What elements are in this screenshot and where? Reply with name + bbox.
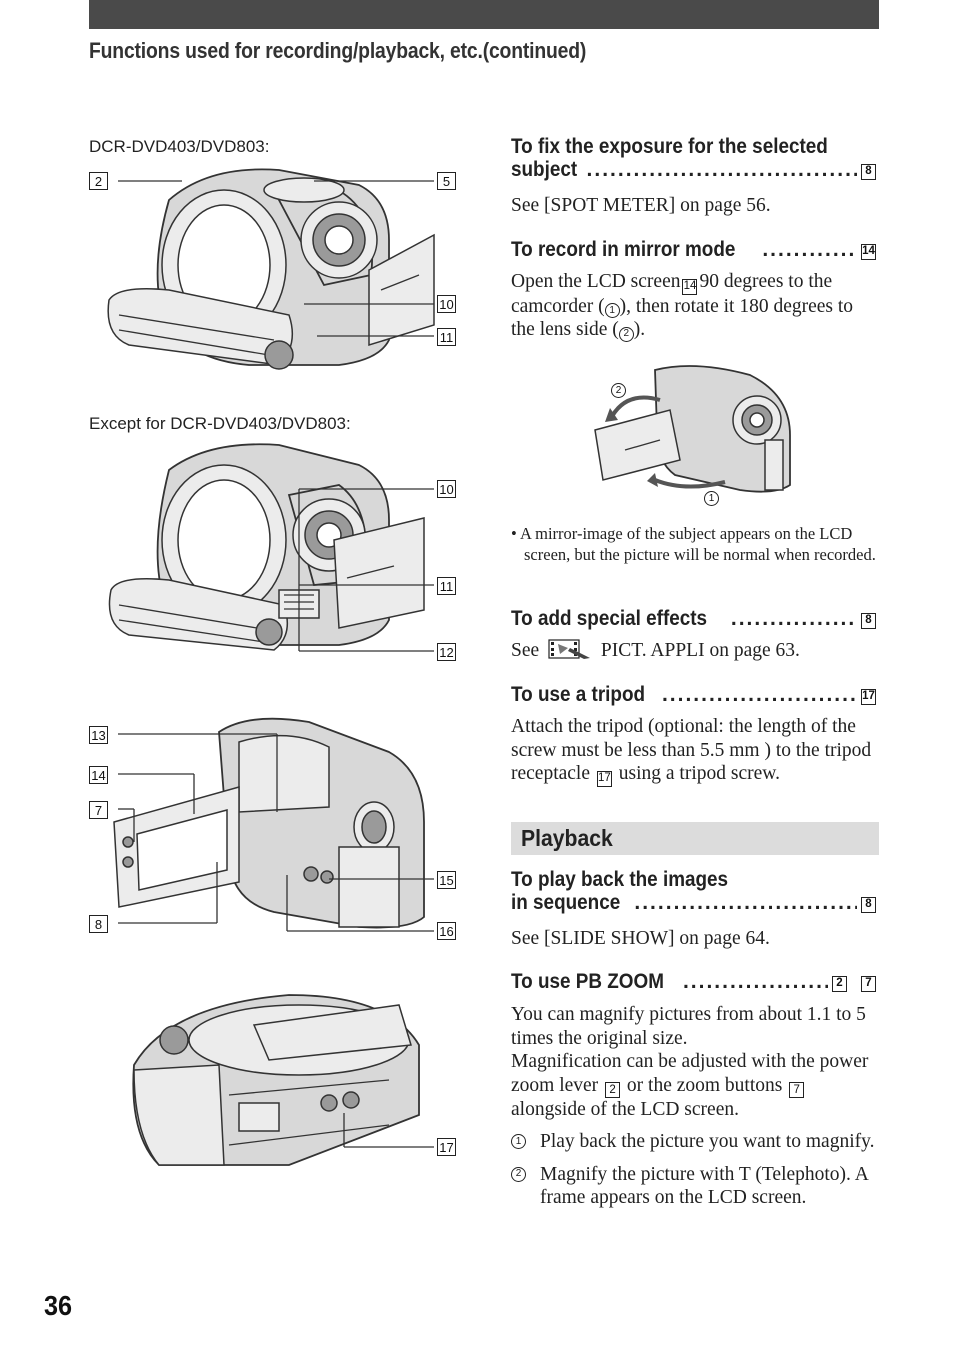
ref-2: 2 — [605, 1082, 621, 1099]
exposure-title: To fix the exposure for the selected sub… — [511, 135, 878, 182]
caption-dvd403: DCR-DVD403/DVD803: — [89, 137, 270, 156]
ref-14: 14 — [861, 244, 876, 260]
playback-banner: Playback — [511, 822, 879, 855]
exposure-body: See [SPOT METER] on page 56. — [511, 195, 771, 216]
camcorder-figure-dvd403 — [107, 168, 435, 370]
ref-8: 8 — [861, 897, 876, 913]
sequence-body: See [SLIDE SHOW] on page 64. — [511, 928, 770, 949]
callout-10: 10 — [437, 295, 456, 313]
leader-dots: ........................................… — [762, 238, 857, 261]
tripod-title: To use a tripod ........................… — [511, 683, 876, 706]
page-number: 36 — [44, 1290, 73, 1321]
camcorder-figure-lcd-open — [113, 717, 434, 932]
callout-13: 13 — [89, 726, 108, 744]
callout-8: 8 — [89, 915, 108, 933]
callout-16: 16 — [437, 922, 456, 940]
ref-8: 8 — [861, 613, 876, 629]
ref-2: 2 — [832, 976, 847, 992]
callout-15: 15 — [437, 871, 456, 889]
callout-12: 12 — [437, 643, 456, 661]
mirror-mode-figure — [594, 365, 791, 493]
effects-body: See PICT. APPLI on page 63. — [511, 639, 800, 661]
ref-17: 17 — [861, 689, 876, 705]
callout-17: 17 — [437, 1138, 456, 1156]
ref-17: 17 — [596, 770, 612, 787]
callout-7: 7 — [89, 801, 108, 819]
circled-2: 2 — [511, 1166, 526, 1182]
leader-dots: ........................................… — [682, 970, 828, 993]
ref-14: 14 — [682, 278, 698, 295]
caption-except-dvd403: Except for DCR-DVD403/DVD803: — [89, 414, 351, 433]
callout-10: 10 — [437, 480, 456, 498]
callout-5: 5 — [437, 172, 456, 190]
leader-dots: ........................................… — [730, 607, 857, 630]
ref-8: 8 — [861, 164, 876, 180]
callout-2: 2 — [89, 172, 108, 190]
ref-7: 7 — [861, 976, 876, 992]
callout-11: 11 — [437, 328, 456, 346]
tripod-body: Attach the tripod (optional: the length … — [511, 715, 879, 787]
pbzoom-body: You can magnify pictures from about 1.1 … — [511, 1004, 869, 1121]
circled-2: 2 — [611, 383, 626, 398]
mirror-title: To record in mirror mode ...............… — [511, 238, 876, 261]
camcorder-figure-other-models — [108, 443, 434, 652]
circled-1: 1 — [704, 491, 719, 506]
pbzoom-title: To use PB ZOOM .........................… — [511, 970, 878, 994]
mirror-note: • A mirror-image of the subject appears … — [511, 524, 876, 564]
circled-1: 1 — [511, 1134, 526, 1149]
leader-dots: ........................................… — [586, 158, 857, 181]
effects-title: To add special effects .................… — [511, 607, 878, 631]
circled-2: 2 — [618, 326, 634, 342]
ref-7: 7 — [789, 1082, 805, 1099]
header-bar — [89, 0, 879, 29]
callout-11: 11 — [437, 577, 456, 595]
leader-dots: ........................................… — [634, 891, 857, 914]
circled-1: 1 — [604, 303, 620, 318]
pict-appli-icon — [548, 639, 591, 659]
page-header-title: Functions used for recording/playback, e… — [89, 38, 587, 63]
camcorder-figure-bottom — [132, 994, 434, 1166]
callout-14: 14 — [89, 766, 108, 784]
leader-dots: ........................................… — [661, 683, 857, 706]
sequence-title: To play back the images in sequence ....… — [511, 868, 878, 915]
